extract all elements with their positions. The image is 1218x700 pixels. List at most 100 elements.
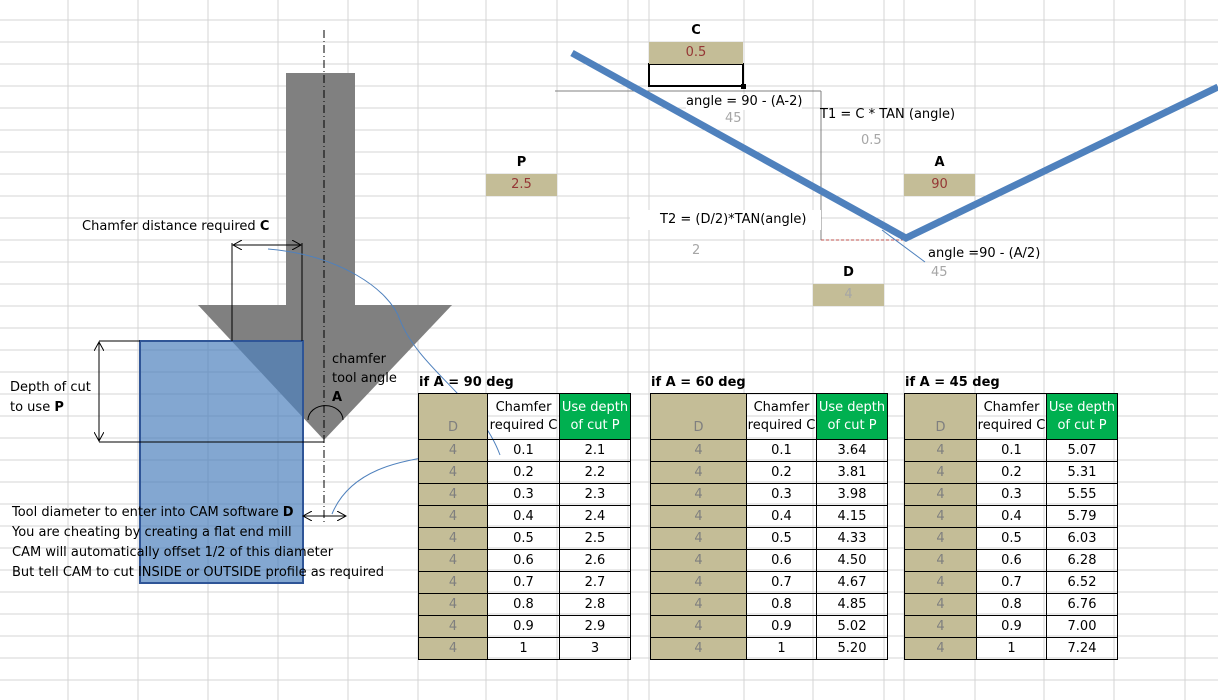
- d-cell[interactable]: 4: [418, 461, 488, 484]
- chamfer-cell[interactable]: 0.5: [976, 527, 1047, 550]
- d-cell[interactable]: 4: [904, 505, 977, 528]
- depth-cell[interactable]: 4.33: [816, 527, 888, 550]
- chamfer-cell[interactable]: 0.7: [976, 571, 1047, 594]
- chamfer-cell[interactable]: 0.9: [976, 615, 1047, 638]
- chamfer-cell[interactable]: 0.5: [746, 527, 817, 550]
- depth-cell[interactable]: 3.81: [816, 461, 888, 484]
- depth-cell[interactable]: 2.9: [559, 615, 631, 638]
- chamfer-cell[interactable]: 0.2: [487, 461, 560, 484]
- depth-cell[interactable]: 5.20: [816, 637, 888, 660]
- d-cell[interactable]: 4: [418, 593, 488, 616]
- d-cell[interactable]: 4: [904, 571, 977, 594]
- column-header: Chamfer required C: [746, 393, 817, 440]
- depth-cell[interactable]: 2.2: [559, 461, 631, 484]
- chamfer-cell[interactable]: 0.9: [746, 615, 817, 638]
- depth-cell[interactable]: 2.1: [559, 439, 631, 462]
- chamfer-cell[interactable]: 0.1: [487, 439, 560, 462]
- d-cell[interactable]: 4: [904, 549, 977, 572]
- d-cell[interactable]: 4: [904, 439, 977, 462]
- d-cell[interactable]: 4: [650, 615, 747, 638]
- d-cell[interactable]: 4: [650, 549, 747, 572]
- chamfer-cell[interactable]: 0.8: [976, 593, 1047, 616]
- chamfer-cell[interactable]: 1: [976, 637, 1047, 660]
- p-input-cell[interactable]: 2.5: [486, 174, 557, 196]
- chamfer-cell[interactable]: 0.4: [746, 505, 817, 528]
- depth-cell[interactable]: 3: [559, 637, 631, 660]
- c-input-cell[interactable]: 0.5: [649, 42, 743, 64]
- chamfer-cell[interactable]: 0.1: [976, 439, 1047, 462]
- chamfer-cell[interactable]: 0.4: [976, 505, 1047, 528]
- depth-cell[interactable]: 2.7: [559, 571, 631, 594]
- a-input-cell[interactable]: 90: [904, 174, 975, 196]
- d-cell[interactable]: 4: [650, 439, 747, 462]
- chamfer-cell[interactable]: 0.4: [487, 505, 560, 528]
- d-cell[interactable]: 4: [904, 483, 977, 506]
- d-input-cell[interactable]: 4: [813, 284, 884, 306]
- depth-label-text: to use: [10, 400, 55, 415]
- depth-cell[interactable]: 2.3: [559, 483, 631, 506]
- d-cell[interactable]: 4: [904, 527, 977, 550]
- d-cell[interactable]: 4: [418, 549, 488, 572]
- d-cell[interactable]: 4: [650, 571, 747, 594]
- depth-cell[interactable]: 6.76: [1046, 593, 1118, 616]
- chamfer-cell[interactable]: 0.2: [746, 461, 817, 484]
- depth-cell[interactable]: 5.07: [1046, 439, 1118, 462]
- chamfer-cell[interactable]: 0.6: [976, 549, 1047, 572]
- depth-cell[interactable]: 3.98: [816, 483, 888, 506]
- chamfer-cell[interactable]: 0.8: [746, 593, 817, 616]
- depth-cell[interactable]: 3.64: [816, 439, 888, 462]
- d-cell[interactable]: 4: [418, 505, 488, 528]
- depth-cell[interactable]: 4.50: [816, 549, 888, 572]
- chamfer-cell[interactable]: 0.3: [487, 483, 560, 506]
- depth-cell[interactable]: 5.02: [816, 615, 888, 638]
- d-cell[interactable]: 4: [418, 571, 488, 594]
- depth-cell[interactable]: 4.85: [816, 593, 888, 616]
- depth-cell[interactable]: 2.8: [559, 593, 631, 616]
- selected-cell[interactable]: [648, 63, 744, 87]
- chamfer-cell[interactable]: 0.5: [487, 527, 560, 550]
- d-cell[interactable]: 4: [650, 461, 747, 484]
- note-2: You are cheating by creating a flat end …: [12, 525, 292, 540]
- depth-cell[interactable]: 4.67: [816, 571, 888, 594]
- chamfer-cell[interactable]: 0.7: [487, 571, 560, 594]
- d-cell[interactable]: 4: [650, 593, 747, 616]
- chamfer-cell[interactable]: 0.3: [976, 483, 1047, 506]
- d-cell[interactable]: 4: [418, 527, 488, 550]
- chamfer-cell[interactable]: 1: [746, 637, 817, 660]
- chamfer-cell[interactable]: 0.3: [746, 483, 817, 506]
- depth-cell[interactable]: 7.00: [1046, 615, 1118, 638]
- depth-cell[interactable]: 6.28: [1046, 549, 1118, 572]
- chamfer-cell[interactable]: 0.6: [746, 549, 817, 572]
- chamfer-cell[interactable]: 1: [487, 637, 560, 660]
- d-cell[interactable]: 4: [418, 637, 488, 660]
- d-cell[interactable]: 4: [418, 615, 488, 638]
- chamfer-cell[interactable]: 0.8: [487, 593, 560, 616]
- depth-cell[interactable]: 7.24: [1046, 637, 1118, 660]
- depth-cell[interactable]: 2.6: [559, 549, 631, 572]
- chamfer-cell[interactable]: 0.9: [487, 615, 560, 638]
- d-cell[interactable]: 4: [650, 483, 747, 506]
- d-cell[interactable]: 4: [904, 593, 977, 616]
- tool-cone: [198, 305, 452, 440]
- chamfer-cell[interactable]: 0.6: [487, 549, 560, 572]
- chamfer-cell[interactable]: 0.2: [976, 461, 1047, 484]
- fill-handle[interactable]: [741, 84, 746, 89]
- d-cell[interactable]: 4: [650, 637, 747, 660]
- d-cell[interactable]: 4: [904, 615, 977, 638]
- depth-cell[interactable]: 5.31: [1046, 461, 1118, 484]
- depth-cell[interactable]: 5.55: [1046, 483, 1118, 506]
- chamfer-cell[interactable]: 0.7: [746, 571, 817, 594]
- chamfer-cell[interactable]: 0.1: [746, 439, 817, 462]
- depth-cell[interactable]: 2.5: [559, 527, 631, 550]
- d-cell[interactable]: 4: [418, 483, 488, 506]
- d-cell[interactable]: 4: [650, 505, 747, 528]
- depth-cell[interactable]: 2.4: [559, 505, 631, 528]
- d-cell[interactable]: 4: [418, 439, 488, 462]
- depth-cell[interactable]: 5.79: [1046, 505, 1118, 528]
- depth-cell[interactable]: 6.52: [1046, 571, 1118, 594]
- d-cell[interactable]: 4: [904, 461, 977, 484]
- d-cell[interactable]: 4: [904, 637, 977, 660]
- d-cell[interactable]: 4: [650, 527, 747, 550]
- depth-cell[interactable]: 6.03: [1046, 527, 1118, 550]
- depth-cell[interactable]: 4.15: [816, 505, 888, 528]
